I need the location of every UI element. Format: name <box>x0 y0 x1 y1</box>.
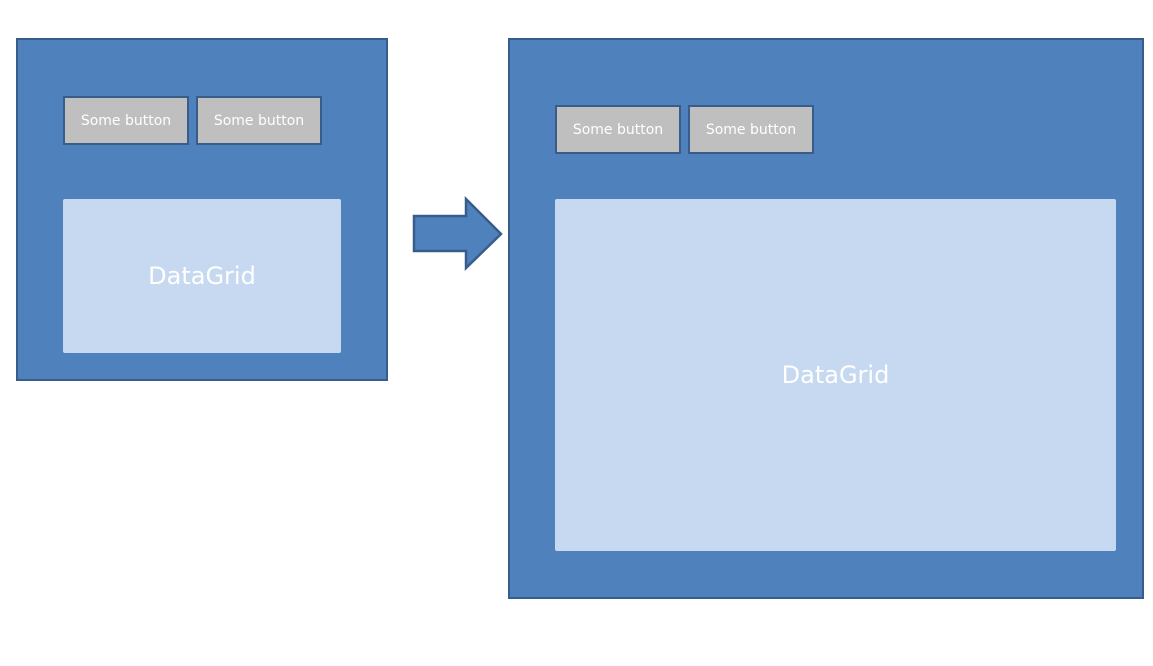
some-button[interactable]: Some button <box>196 96 322 145</box>
some-button[interactable]: Some button <box>688 105 814 154</box>
some-button[interactable]: Some button <box>63 96 189 145</box>
datagrid[interactable]: DataGrid <box>555 199 1116 551</box>
datagrid-label: DataGrid <box>148 262 256 290</box>
window-after: Some button Some button DataGrid <box>508 38 1144 599</box>
window-before: Some button Some button DataGrid <box>16 38 388 381</box>
some-button[interactable]: Some button <box>555 105 681 154</box>
right-arrow-icon <box>412 196 503 271</box>
datagrid-label: DataGrid <box>781 361 890 389</box>
datagrid[interactable]: DataGrid <box>63 199 341 353</box>
